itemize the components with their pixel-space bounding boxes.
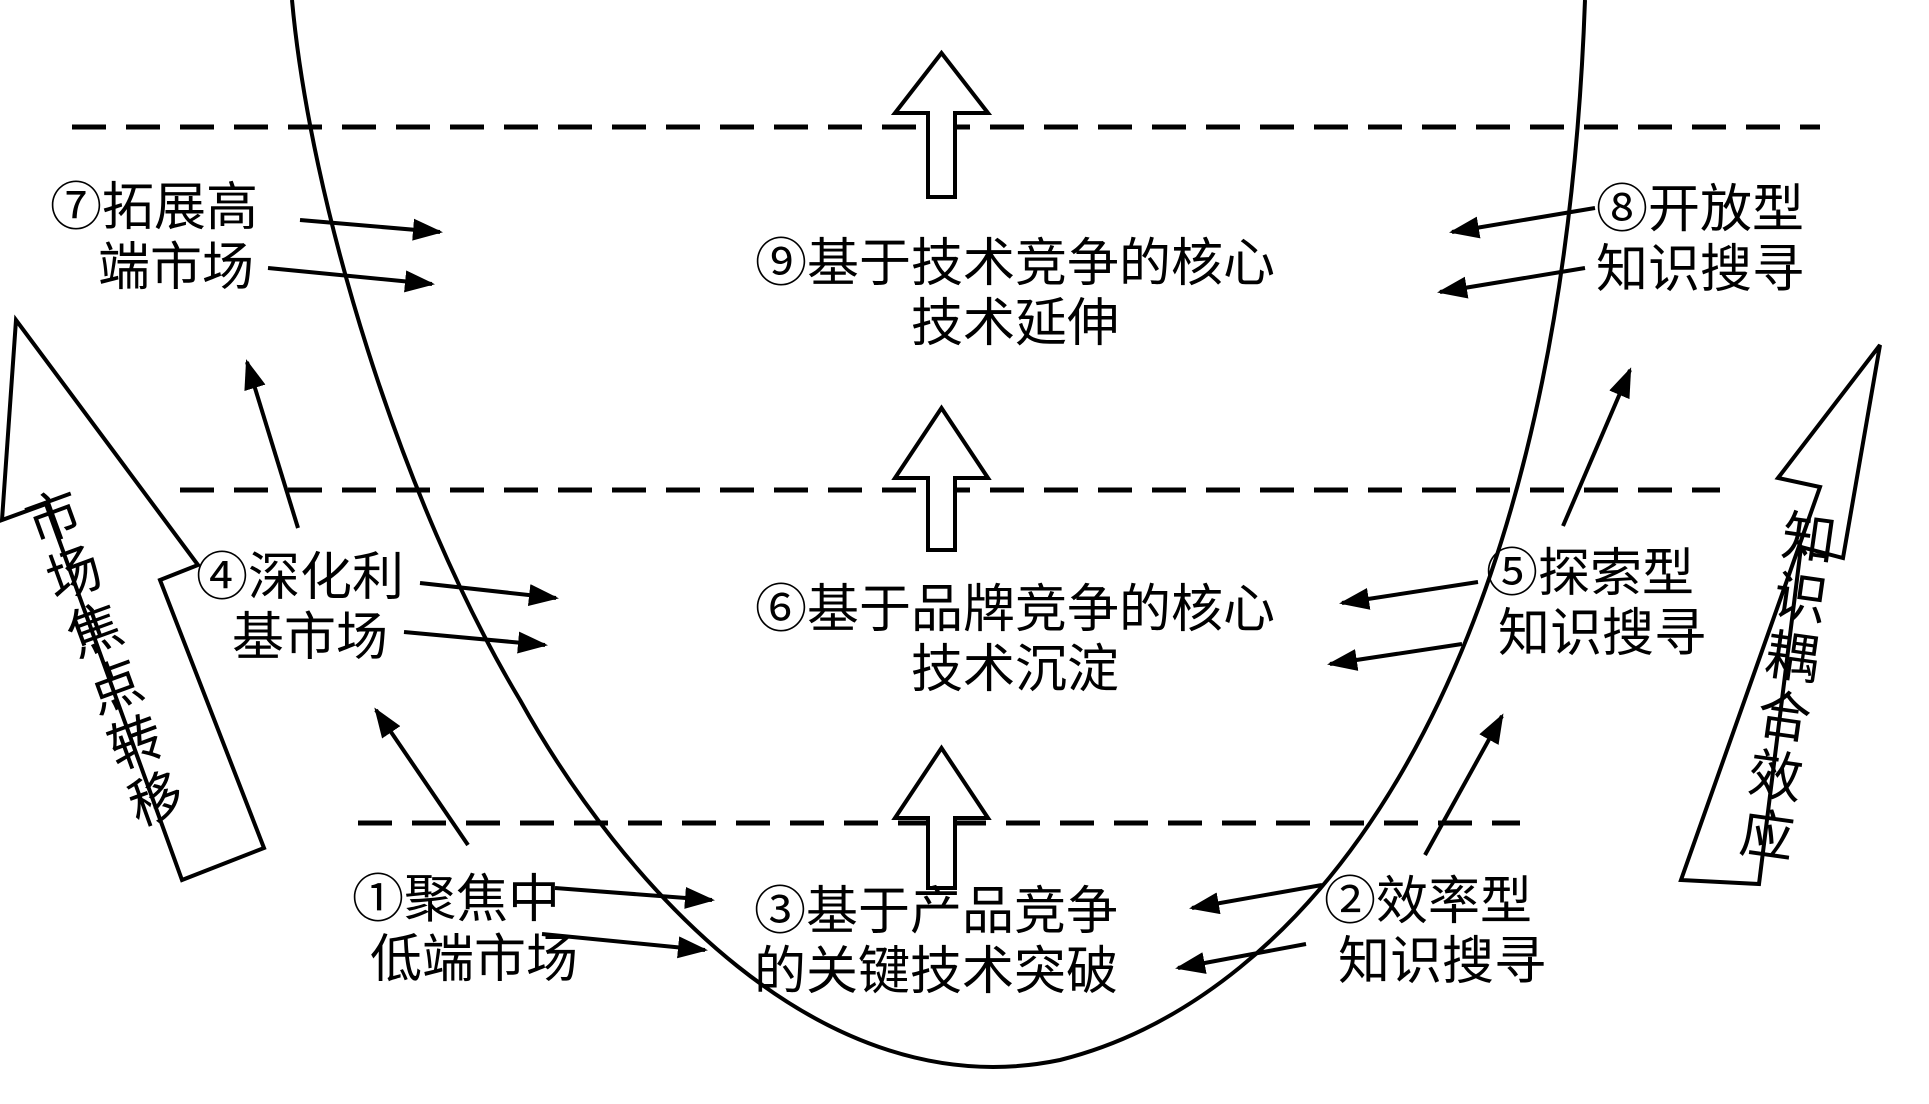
knowledge-coupling-arrow (1678, 343, 1882, 887)
node-8-line2: 知识搜寻 (1596, 240, 1805, 300)
node-1-line2: 低端市场 (370, 930, 579, 990)
arrow-n1-to-n3-a (554, 886, 715, 909)
arrow-n2-to-n3-a (1189, 883, 1323, 915)
market-focus-arrow (0, 314, 267, 883)
arrow-n4-to-n7 (244, 359, 300, 529)
arrow-n1-to-n3-b (541, 932, 708, 959)
arrow-n8-to-n9-a (1449, 206, 1596, 239)
node-4-line2: 基市场 (232, 608, 389, 668)
node-3-line1: ③基于产品竞争 (753, 882, 1118, 942)
node-4-line1: ④深化利 (196, 548, 405, 608)
arrow-n8-to-n9-b (1437, 266, 1586, 299)
arrow-n2-to-n5 (1423, 713, 1504, 856)
arrow-n5-to-n8 (1561, 367, 1632, 527)
arrow-n5-to-n6-b (1327, 642, 1463, 671)
node-7-expand-high-end-market: ⑦拓展高 端市场 (50, 178, 258, 298)
node-3-key-tech-breakthrough: ③基于产品竞争 的关键技术突破 (706, 882, 1166, 1002)
node-1-line1: ①聚焦中 (352, 870, 561, 930)
hollow-up-arrow-bottom (891, 744, 992, 890)
arrow-n7-to-n9-b (267, 266, 435, 293)
hollow-up-arrow-middle (891, 404, 992, 552)
hollow-up-arrow-top (890, 49, 993, 199)
node-8-open-knowledge-search: ⑧开放型 知识搜寻 (1596, 180, 1804, 300)
node-1-focus-low-end-market: ①聚焦中 低端市场 (352, 870, 578, 990)
arrow-n4-to-n6-b (403, 630, 548, 654)
node-6-line1: ⑥基于品牌竞争的核心 (754, 580, 1275, 640)
node-9-line2: 技术延伸 (910, 294, 1119, 354)
node-5-exploratory-knowledge-search: ⑤探索型 知识搜寻 (1486, 544, 1706, 664)
node-4-deepen-niche-market: ④深化利 基市场 (196, 548, 404, 668)
node-5-line2: 知识搜寻 (1498, 604, 1707, 664)
node-6-line2: 技术沉淀 (910, 640, 1119, 700)
arrow-n4-to-n6-a (419, 581, 559, 606)
node-2-line2: 知识搜寻 (1338, 932, 1547, 992)
arrow-n5-to-n6-a (1339, 580, 1479, 610)
node-2-efficiency-knowledge-search: ②效率型 知识搜寻 (1324, 872, 1546, 992)
arrow-n2-to-n3-b (1175, 942, 1307, 974)
arrow-n1-to-n4 (374, 707, 470, 847)
node-9-line1: ⑨基于技术竞争的核心 (754, 234, 1275, 294)
node-7-line2: 端市场 (98, 238, 255, 298)
node-6-tech-accumulation: ⑥基于品牌竞争的核心 技术沉淀 (690, 580, 1340, 700)
node-5-line1: ⑤探索型 (1486, 544, 1695, 604)
node-7-line1: ⑦拓展高 (50, 178, 259, 238)
node-8-line1: ⑧开放型 (1596, 180, 1805, 240)
node-2-line1: ②效率型 (1324, 872, 1533, 932)
node-9-tech-extension: ⑨基于技术竞争的核心 技术延伸 (690, 234, 1340, 354)
arrow-n7-to-n9-a (299, 218, 443, 241)
u-curve (290, 0, 1587, 1069)
node-3-line2: 的关键技术突破 (753, 942, 1118, 1002)
